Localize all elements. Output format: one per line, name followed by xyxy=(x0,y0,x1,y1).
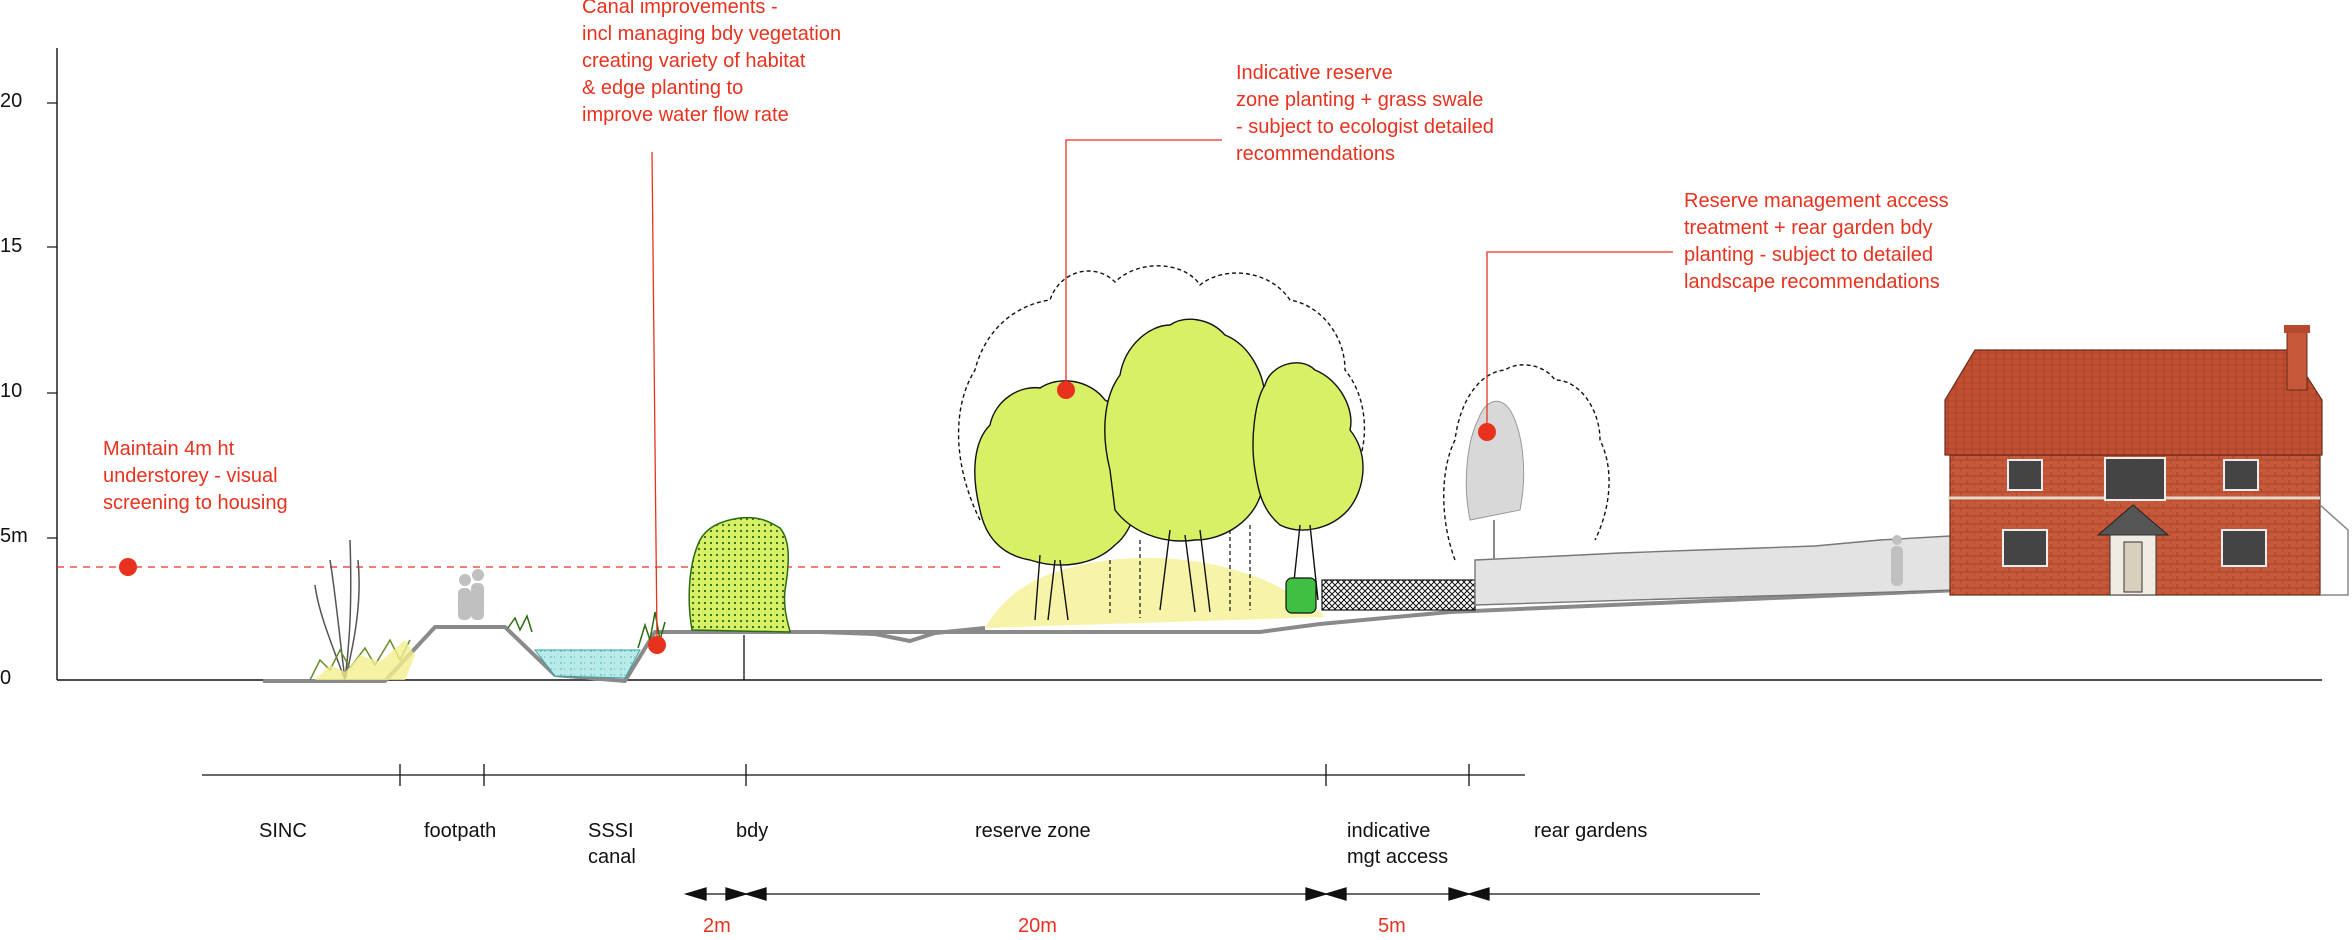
y-tick-label-15: 15 xyxy=(0,235,23,257)
annotation-access: Reserve management access treatment + re… xyxy=(1684,190,1949,293)
garden-figure xyxy=(1891,535,1903,586)
annotation-reserve: Indicative reserve zone planting + grass… xyxy=(1236,62,1494,165)
annotation-screening: Maintain 4m ht understorey - visual scre… xyxy=(103,438,288,514)
marker-reserve xyxy=(1057,381,1075,399)
tree-dashed-trunks xyxy=(1109,525,1251,618)
ground-swale-dip xyxy=(819,626,986,643)
ground-profile xyxy=(263,588,1961,683)
marker-access xyxy=(1478,423,1496,441)
rear-garden-hedge xyxy=(1474,535,1956,606)
access-shrub xyxy=(1285,577,1317,614)
annotation-leaders xyxy=(651,139,1673,641)
zone-label-bdy: bdy xyxy=(736,820,769,842)
y-tick-label-0: 0 xyxy=(0,667,12,689)
y-tick-label-20: 20 xyxy=(0,90,23,112)
dimension-line xyxy=(683,887,1760,901)
dimension-label-5m: 5m xyxy=(1378,915,1406,937)
reserve-trees xyxy=(974,318,1364,621)
canal-water xyxy=(533,649,641,679)
house xyxy=(1944,325,2349,596)
zone-label-gardens: rear gardens xyxy=(1534,820,1648,842)
zone-label-footpath: footpath xyxy=(424,820,497,842)
zone-scale xyxy=(202,764,1525,786)
y-tick-label-5m: 5m xyxy=(0,525,28,547)
y-tick-label-10: 10 xyxy=(0,380,23,402)
grass-swale xyxy=(985,557,1325,628)
zone-label-access: indicative mgt access xyxy=(1347,820,1449,868)
zone-label-canal: SSSI canal xyxy=(588,820,636,868)
grey-tree xyxy=(1465,400,1525,521)
marker-screening xyxy=(119,558,137,576)
future-tree-canopy-outline xyxy=(957,265,1610,561)
zone-label-sinc: SINC xyxy=(259,820,307,842)
access-fence xyxy=(1321,579,1476,611)
annotation-canal: Canal improvements - incl managing bdy v… xyxy=(582,0,842,126)
marker-canal xyxy=(648,636,666,654)
zone-label-reserve: reserve zone xyxy=(975,820,1091,842)
dimension-label-20m: 20m xyxy=(1018,915,1057,937)
sinc-grass xyxy=(315,640,415,680)
people-figures xyxy=(458,569,484,620)
dimension-label-2m: 2m xyxy=(703,915,731,937)
canal-edge-planting xyxy=(507,611,666,649)
boundary-hedge xyxy=(688,516,791,633)
